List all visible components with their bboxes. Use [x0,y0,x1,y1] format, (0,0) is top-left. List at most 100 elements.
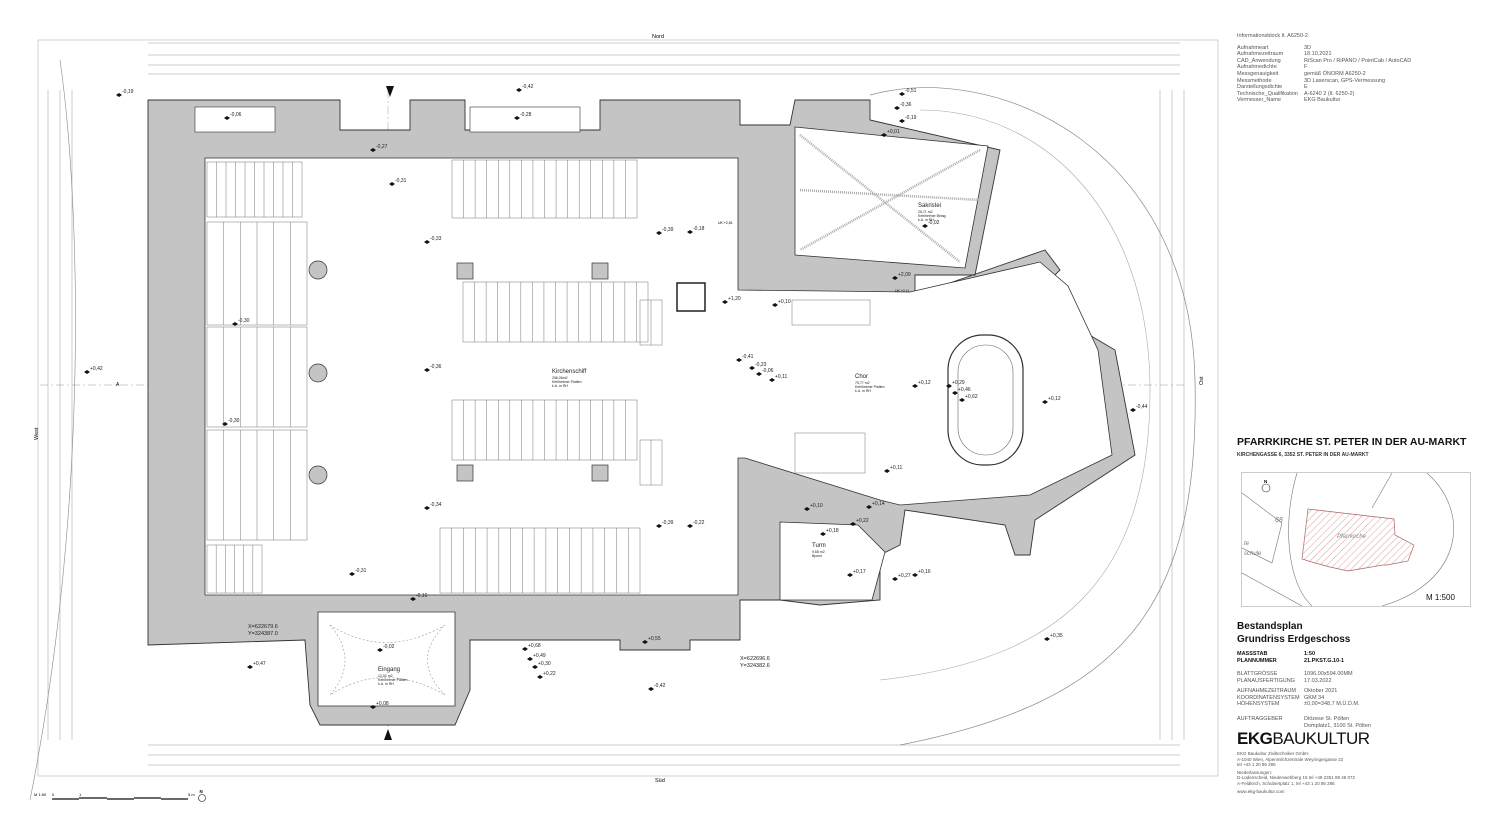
meta-value: F [1304,64,1308,71]
level-cross-icon [224,116,230,120]
level-marker: -0,06 [224,112,242,120]
project-address: KIRCHENGASSE 6, 3352 ST. PETER IN DER AU… [1237,452,1369,458]
level-cross-icon [527,657,533,661]
level-label: +0,11 [775,374,787,380]
level-cross-icon [116,93,122,97]
room-floor: Kehlheimer Platten [855,385,885,389]
map-label: 68 [1275,517,1283,524]
meta-row: PLANNUMMER 21.PKST.G.10-1 [1237,658,1371,665]
info-heading: Informationsblock lt. A6250-2 [1237,33,1308,39]
level-marker: +0,16 [912,569,931,577]
level-marker: -0,39 [656,227,674,235]
level-label: -0,02 [928,220,940,226]
level-label: -0,44 [1136,404,1148,410]
level-label: +0,12 [1048,396,1061,402]
meta-key: BLATTGRÖSSE [1237,671,1278,677]
room-floor: Kehlheimer Platten [378,678,408,682]
meta-value: gemäß ÖNORM A6250-2 [1304,70,1366,77]
level-marker: +1,20 [722,296,741,304]
meta-key: Darstellungsdichte [1237,84,1283,91]
level-cross-icon [736,358,742,362]
level-label: +0,55 [648,636,661,642]
section-marker: A [116,382,120,388]
choir-altar-oval [947,334,1024,466]
level-label: +0,42 [90,366,103,372]
level-cross-icon [756,372,762,376]
level-label: +0,11 [890,465,902,471]
meta-value: 18.10.2021 [1304,51,1332,58]
room-label-turm: Turm 9,68 m2 Bpsnn [812,543,826,558]
level-cross-icon [84,370,90,374]
scale-mid: 1 [79,792,82,797]
level-cross-icon [656,524,662,528]
level-label: -0,34 [430,502,442,508]
level-cross-icon [912,573,918,577]
meta-key: Aufnahmedichte [1237,64,1277,71]
level-marker: +0,10 [772,299,791,307]
meta-key: Technische_Qualifikation [1237,90,1298,97]
level-cross-icon [892,577,898,581]
level-cross-icon [912,384,918,388]
meta-key: Messgenauigkeit [1237,70,1279,77]
meta-key: CAD_Anwendung [1237,57,1281,64]
level-marker: +0,49 [527,653,546,661]
gallery-pews [206,161,308,594]
meta-value: 1:50 [1304,651,1316,657]
level-label: -0,23 [755,362,767,368]
level-label: +1,20 [728,296,741,302]
level-label: +0,18 [826,528,839,534]
sacristy-floor [794,126,989,269]
level-label: +0,27 [898,573,911,579]
level-marker: -0,31 [349,568,367,576]
coordinate-label: X=622696.6 Y=324382.6 [740,656,770,669]
sacristy-vault-lines [799,134,981,263]
level-marker: +0,01 [881,129,900,137]
plan-name: Grundriss Erdgeschoss [1237,634,1351,645]
room-label-kirchenschiff: Kirchenschiff 256,06m2 Kehlheimer Platte… [552,369,587,388]
room-area: 75,77 m2 [855,381,870,385]
choir-bench [791,299,871,326]
level-marker: +0,62 [959,394,978,402]
room-area: 26,71 m2 [918,210,933,214]
east-side-label: Ost [1199,376,1205,385]
level-marker: -0,30 [222,418,240,426]
level-cross-icon [804,507,810,511]
client-address: Domplatz1, 3100 St. Pölten [1304,722,1371,729]
room-label-eingang: Eingang 12,02 m2 Kehlheimer Platten k.A.… [378,667,408,686]
level-label: -0,30 [228,418,240,424]
level-marker: -0,16 [410,593,428,601]
level-cross-icon [881,133,887,137]
meta-row: HÖHENSYSTEM±0,00=348,7 M.Ü.D.M. [1237,701,1371,708]
level-label: +0,08 [376,701,389,707]
level-marker: -0,06 [756,368,774,376]
level-label: +0,01 [887,129,900,135]
level-label: +0,47 [253,661,266,667]
level-label: -0,30 [238,318,250,324]
level-cross-icon [222,422,228,426]
level-cross-icon [847,573,853,577]
level-cross-icon [850,522,856,526]
pulpit [676,282,706,312]
meta-key: PLANNUMMER [1237,658,1277,664]
meta-key: AUFNAHMEZEITRAUM [1237,688,1296,695]
room-area: 256,06m2 [552,376,568,380]
level-marker: -0,42 [516,84,534,92]
level-label: -0,19 [905,115,917,121]
level-cross-icon [892,276,898,280]
level-marker: +0,12 [912,380,931,388]
level-label: -0,41 [742,354,754,360]
meta-value: 21.PKST.G.10-1 [1304,658,1345,664]
level-label: -0,39 [662,520,674,526]
level-marker: +0,11 [769,374,787,382]
level-marker: -0,34 [424,502,442,510]
level-label: -0,39 [662,227,674,233]
level-marker: +0,11 [884,465,902,473]
level-marker: +0,47 [247,661,266,669]
entrance-floor [317,611,456,707]
company-line: D-Lüdenscheid, Niedenwehberg 15 tel +49 … [1237,775,1355,781]
tower-floor [779,521,886,601]
level-cross-icon [522,647,528,651]
level-label: -0,36 [430,364,442,370]
level-label: -0,16 [416,593,428,599]
